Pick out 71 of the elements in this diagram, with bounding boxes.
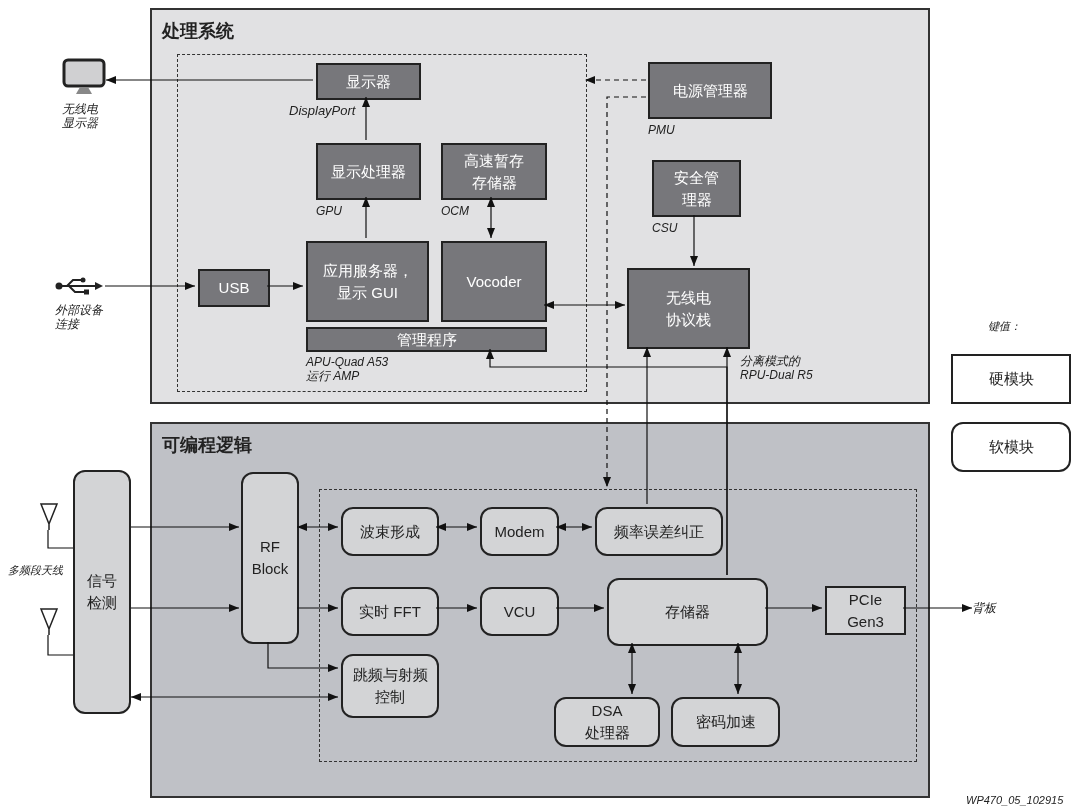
arrow — [584, 76, 647, 84]
region-panel — [150, 8, 930, 404]
dashed-region — [177, 54, 587, 392]
arrow — [105, 76, 314, 84]
connector-line — [47, 529, 74, 549]
soft-module-box: 存储器 — [607, 578, 768, 646]
arrow — [643, 346, 651, 505]
note-label: WP470_05_102915 — [966, 793, 1065, 808]
arrow — [690, 214, 698, 267]
hard-module-box: 高速暂存存储器 — [441, 143, 547, 200]
note-label: 键值： — [988, 319, 1022, 334]
soft-module-box: DSA 处理器 — [554, 697, 660, 747]
hard-module-box: 应用服务器，显示 GUI — [306, 241, 429, 322]
module-caption: PMU — [648, 123, 675, 137]
dashed-region — [319, 489, 917, 762]
connector-line — [47, 634, 74, 656]
arrow — [628, 642, 636, 695]
arrow — [267, 641, 339, 672]
soft-module-box: 跳频与射频控制 — [341, 654, 439, 718]
module-caption: OCM — [441, 204, 469, 218]
panel-heading: 可编程逻辑 — [162, 434, 252, 457]
hard-module-box: 显示器 — [316, 63, 421, 100]
edge-label: DisplayPort — [289, 102, 356, 120]
hard-module-box: 无线电协议栈 — [627, 268, 750, 349]
hard-module-box: Vocoder — [441, 241, 547, 322]
hard-module-box: 管理程序 — [306, 327, 547, 352]
arrow — [435, 523, 478, 531]
module-caption: 无线电显示器 — [62, 102, 100, 130]
arrow — [555, 523, 593, 531]
soft-module-box: 实时 FFT — [341, 587, 439, 636]
soft-module-box: 密码加速 — [671, 697, 780, 747]
arrow — [362, 196, 370, 239]
arrow — [130, 693, 339, 701]
arrow — [296, 523, 339, 531]
arrow — [104, 282, 196, 290]
arrow — [555, 604, 605, 612]
interface-box: PCIe Gen3 — [825, 586, 906, 635]
arrow — [362, 96, 370, 141]
soft-module-box: Modem — [480, 507, 559, 556]
backplane-label: 背板 — [972, 600, 1000, 616]
hard-module-box: 安全管理器 — [652, 160, 741, 217]
arrow — [486, 348, 728, 576]
arrow — [487, 196, 495, 239]
module-caption: APU-Quad A53 运行 AMP — [306, 355, 390, 383]
region-panel — [150, 422, 930, 798]
arrow — [130, 604, 240, 612]
hard-module-box: 电源管理器 — [648, 62, 772, 119]
hard-module-box: USB — [198, 269, 270, 307]
note-label: 多频段天线 — [8, 563, 64, 578]
soft-module-box: 波束形成 — [341, 507, 439, 556]
arrow — [130, 523, 240, 531]
module-caption: CSU — [652, 221, 678, 235]
arrow — [543, 301, 626, 309]
panel-heading: 处理系统 — [162, 20, 234, 43]
module-caption: 分离模式的 RPU-Dual R5 — [740, 354, 814, 382]
arrow — [296, 604, 339, 612]
arrow — [266, 282, 304, 290]
soft-module-swatch: 软模块 — [951, 422, 1071, 472]
soft-module-box: 频率误差纠正 — [595, 507, 723, 556]
arrow — [902, 604, 973, 612]
arrow — [603, 96, 647, 488]
arrow — [435, 604, 478, 612]
soft-module-box: 信号检测 — [73, 470, 131, 714]
module-caption: GPU — [316, 204, 342, 218]
arrow — [764, 604, 823, 612]
soft-module-box: RF Block — [241, 472, 299, 644]
hard-module-swatch: 硬模块 — [951, 354, 1071, 404]
arrow — [734, 642, 742, 695]
soft-module-box: VCU — [480, 587, 559, 636]
module-caption: 外部设备连接 — [55, 303, 104, 331]
hard-module-box: 显示处理器 — [316, 143, 421, 200]
